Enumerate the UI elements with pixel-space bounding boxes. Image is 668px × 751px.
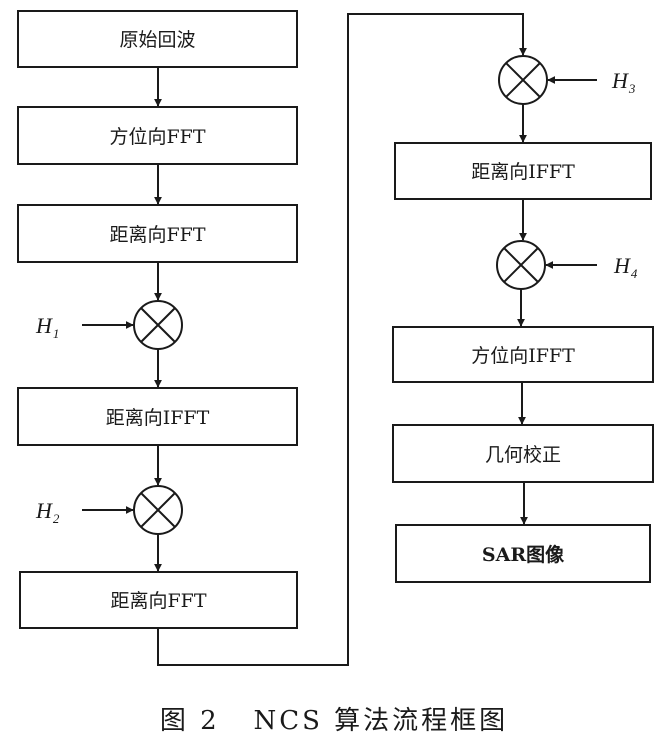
step-range-ifft: 距离向IFFT [17,387,298,446]
step-geometric-correction: 几何校正 [392,424,654,483]
step-label: 距离向IFFT [106,407,210,429]
multiply-node-h4: H4 [496,240,638,290]
step-label: 方位向IFFT [471,345,575,367]
step-azimuth-fft: 方位向FFT [17,106,298,165]
step-label: SAR图像 [482,543,565,566]
h2-label: H2 [35,498,60,526]
h1-label: H1 [35,313,59,341]
step-label: 距离向IFFT [471,161,575,183]
figure-title: NCS 算法流程框图 [253,706,509,736]
column-connector-line [157,13,527,666]
ncs-flowchart: 原始回波 方位向FFT 距离向FFT H1 距离向IFFT [17,10,654,666]
step-label: 原始回波 [119,29,195,51]
circle-cross-icon [498,55,548,105]
multiply-node-h1: H1 [35,300,183,350]
step-range-fft-2: 距离向FFT [19,571,298,629]
step-label: 几何校正 [485,444,561,466]
step-label: 方位向FFT [109,126,205,148]
step-raw-echo: 原始回波 [17,10,298,68]
step-label: 距离向FFT [110,590,206,612]
step-range-fft: 距离向FFT [17,204,298,263]
multiply-node-h2: H2 [35,485,183,535]
h3-label: H3 [611,68,636,96]
h4-label: H4 [613,253,638,281]
step-range-ifft-2: 距离向IFFT [394,142,652,200]
circle-cross-icon [133,300,183,350]
step-sar-image: SAR图像 [395,524,651,583]
figure-number: 图 2 [159,706,220,736]
circle-cross-icon [496,240,546,290]
circle-cross-icon [133,485,183,535]
step-label: 距离向FFT [109,224,205,246]
figure-caption: 图 2 NCS 算法流程框图 [0,700,668,737]
step-azimuth-ifft: 方位向IFFT [392,326,654,383]
multiply-node-h3: H3 [498,55,636,105]
